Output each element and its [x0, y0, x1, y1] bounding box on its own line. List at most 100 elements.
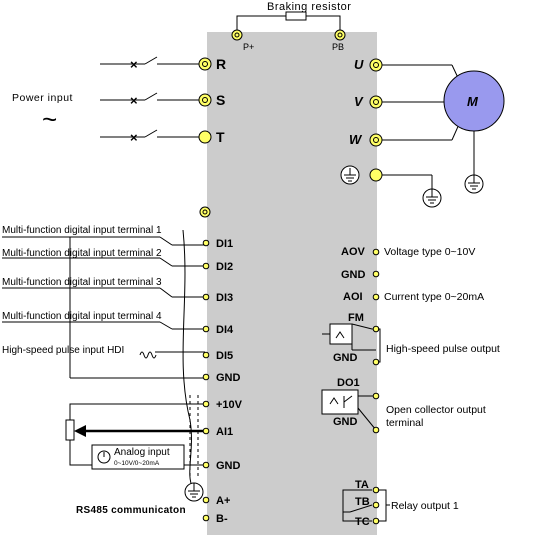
di5-terminal	[202, 351, 210, 359]
ground-icon	[464, 174, 484, 194]
analog-input-range: 0~10V/0~20mA	[114, 460, 160, 467]
pb-terminal	[334, 29, 346, 41]
w-label: W	[349, 132, 363, 147]
di-gnd-label: GND	[216, 372, 241, 384]
ta-terminal	[372, 486, 380, 494]
breaker-x-t: ×	[130, 130, 138, 145]
digital-input-wiring	[2, 229, 205, 489]
braking-resistor-label: Braking resistor	[267, 1, 351, 13]
ground-icon	[340, 165, 360, 185]
right-gnd-terminal	[372, 270, 380, 278]
inverter-body	[207, 32, 377, 535]
do1-gnd-label: GND	[333, 416, 358, 428]
aoi-label: AOI	[343, 291, 363, 303]
di1-label: DI1	[216, 238, 233, 250]
r-label: R	[216, 56, 226, 72]
ground-icon	[184, 482, 204, 502]
do1-desc-line2: terminal	[386, 417, 423, 429]
shield-dashes	[189, 395, 199, 478]
a-plus-terminal	[202, 496, 210, 504]
di2-desc: Multi-function digital input terminal 2	[2, 248, 162, 259]
di2-terminal	[202, 262, 210, 270]
power-line-t	[100, 129, 200, 138]
analog-gnd-label: GND	[216, 460, 241, 472]
di5-label: DI5	[216, 350, 233, 362]
di-gnd-terminal	[202, 373, 210, 381]
b-minus-terminal	[202, 514, 210, 522]
tc-terminal	[372, 517, 380, 525]
aov-desc: Voltage type 0~10V	[384, 246, 475, 258]
fm-optocoupler	[322, 323, 376, 351]
pb-label: PB	[332, 42, 344, 52]
do1-label: DO1	[337, 377, 360, 389]
v10-label: +10V	[216, 399, 243, 411]
ai1-terminal	[202, 427, 210, 435]
di3-terminal	[202, 293, 210, 301]
di2-label: DI2	[216, 261, 233, 273]
supply-terminal	[199, 206, 211, 218]
motor-label: M	[467, 94, 479, 109]
fm-gnd-label: GND	[333, 352, 358, 364]
b-minus-label: B-	[216, 513, 228, 525]
aov-terminal	[372, 248, 380, 256]
power-line-s	[100, 92, 200, 101]
fm-bracket	[378, 328, 381, 363]
pe-terminal	[369, 168, 383, 182]
tb-terminal	[372, 501, 380, 509]
p-plus-terminal	[231, 29, 243, 41]
w-terminal	[369, 133, 383, 147]
di4-terminal	[202, 325, 210, 333]
ta-label: TA	[355, 479, 369, 491]
di3-label: DI3	[216, 292, 233, 304]
meter-icon	[97, 450, 111, 464]
u-terminal	[369, 58, 383, 72]
ai1-label: AI1	[216, 426, 233, 438]
aoi-terminal	[372, 293, 380, 301]
v-label: V	[354, 94, 364, 109]
t-label: T	[216, 129, 225, 145]
p-plus-label: P+	[243, 42, 254, 52]
analog-input-label: Analog input	[114, 447, 170, 458]
wiper-arrowhead	[74, 425, 86, 437]
a-plus-label: A+	[216, 495, 230, 507]
analog-gnd-terminal	[202, 461, 210, 469]
relay-contacts	[342, 489, 390, 522]
s-label: S	[216, 92, 225, 108]
u-label: U	[354, 57, 364, 72]
tc-label: TC	[355, 516, 370, 528]
s-terminal	[198, 93, 212, 107]
breaker-x-s: ×	[130, 93, 138, 108]
fm-gnd-terminal	[372, 358, 380, 366]
do1-terminal	[372, 392, 380, 400]
do1-desc-line1: Open collector output	[386, 404, 486, 416]
v10-terminal	[202, 400, 210, 408]
aoi-desc: Current type 0~20mA	[384, 291, 484, 303]
di4-desc: Multi-function digital input terminal 4	[2, 311, 162, 322]
braking-resistor	[236, 11, 341, 35]
di3-desc: Multi-function digital input terminal 3	[2, 277, 162, 288]
fm-desc: High-speed pulse output	[386, 343, 500, 355]
t-terminal	[198, 130, 212, 144]
ac-symbol: ~	[42, 104, 57, 134]
analog-input-box	[91, 444, 185, 470]
fm-terminal	[372, 325, 380, 333]
breaker-x-r: ×	[130, 57, 138, 72]
di4-label: DI4	[216, 324, 234, 336]
aov-label: AOV	[341, 246, 366, 258]
motor	[443, 70, 505, 132]
right-gnd-label: GND	[341, 269, 366, 281]
power-line-r	[100, 56, 200, 65]
di5-desc: High-speed pulse input HDI	[2, 345, 124, 356]
potentiometer	[65, 419, 75, 441]
di1-desc: Multi-function digital input terminal 1	[2, 225, 162, 236]
do1-gnd-terminal	[372, 426, 380, 434]
v-terminal	[369, 95, 383, 109]
fm-label: FM	[348, 312, 364, 324]
relay-desc: Relay output 1	[391, 500, 459, 512]
di1-terminal	[202, 239, 210, 247]
power-input-label: Power input	[12, 92, 73, 104]
tb-label: TB	[355, 496, 370, 508]
r-terminal	[198, 57, 212, 71]
rs485-label: RS485 communicaton	[76, 505, 186, 516]
